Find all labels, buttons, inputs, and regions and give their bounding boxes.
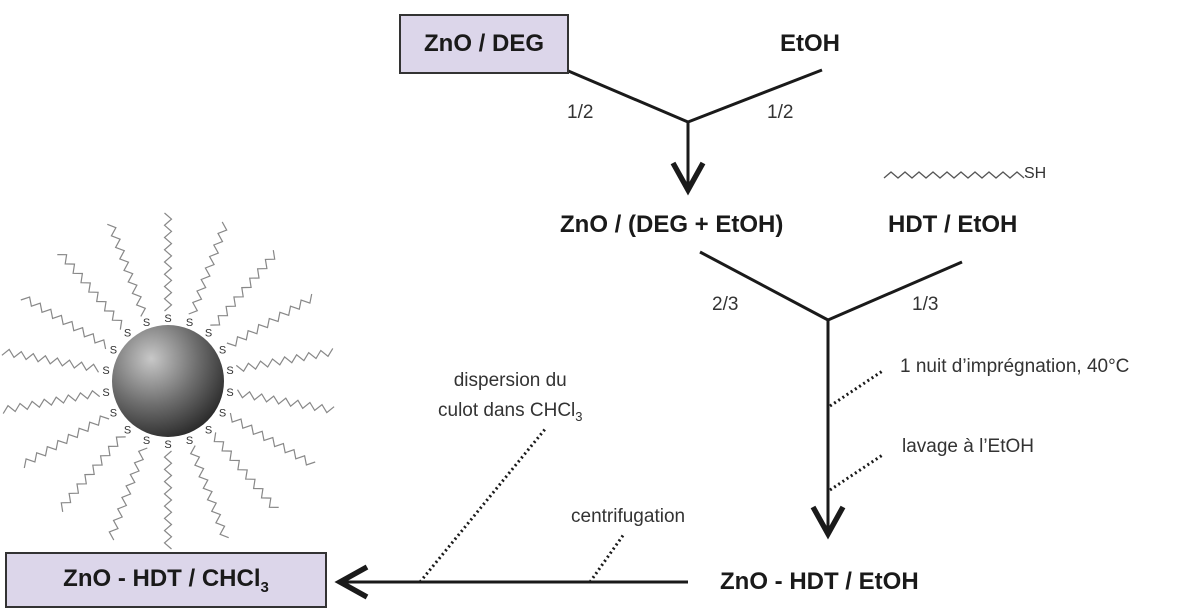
- ligand-chain: [163, 212, 173, 312]
- sulfur-atom-label: S: [110, 408, 117, 420]
- sulfur-atom-label: S: [205, 328, 212, 340]
- ligand-chain: [107, 223, 147, 317]
- sulfur-atom-label: S: [102, 387, 109, 399]
- dispersion-line1: dispersion du: [453, 370, 567, 391]
- centrifugation-step-label: centrifugation: [571, 506, 686, 527]
- zno-hdt-etoh-label: ZnO - HDT / EtOH: [720, 568, 919, 595]
- zno-hdt-chcl3-box: ZnO - HDT / CHCl3: [5, 552, 327, 608]
- ligand-chain: [2, 389, 101, 414]
- sulfur-atom-label: S: [143, 435, 150, 447]
- merge2-left-line: [699, 250, 829, 322]
- ligand-chain: [236, 389, 335, 414]
- ligand-chain: [23, 415, 110, 469]
- merge2-right-line: [827, 260, 963, 322]
- sulfur-atom-label: S: [143, 317, 150, 329]
- zno-hdt-chcl3-label: ZnO - HDT / CHCl3: [63, 565, 269, 596]
- hdt-molecule-chain: [883, 171, 1025, 179]
- ligand-chain: [210, 250, 276, 326]
- sulfur-atom-label: S: [226, 387, 233, 399]
- dispersion-line2-text: culot dans CHCl: [438, 400, 576, 421]
- centrifugation-connector: [588, 533, 626, 583]
- sulfur-atom-label: S: [164, 439, 171, 451]
- sulfur-atom-label: S: [124, 424, 131, 436]
- impregnation-step-label: 1 nuit d’imprégnation, 40°C: [900, 356, 1130, 377]
- sulfur-atom-label: S: [219, 345, 226, 357]
- sulfur-atom-label: S: [186, 435, 193, 447]
- sulfur-atom-label: S: [110, 345, 117, 357]
- etoh-label: EtOH: [780, 30, 840, 57]
- sulfur-atom-label: S: [124, 328, 131, 340]
- ligand-chain: [229, 412, 316, 466]
- ligand-chain: [20, 296, 107, 350]
- lavage-step-label: lavage à l’EtOH: [902, 436, 1035, 457]
- zno-deg-etoh-label: ZnO / (DEG + EtOH): [560, 211, 784, 238]
- fraction-second-left: 2/3: [712, 294, 739, 315]
- hdt-thiol-label: SH: [1024, 165, 1047, 182]
- sulfur-atom-label: S: [164, 313, 171, 325]
- sulfur-atom-label: S: [186, 317, 193, 329]
- zno-hdt-chcl3-subscript: 3: [260, 578, 269, 596]
- merge1-right-line: [687, 68, 823, 124]
- hdt-etoh-label: HDT / EtOH: [888, 211, 1018, 238]
- merge1-left-line: [565, 68, 689, 124]
- fraction-first-right: 1/2: [767, 102, 794, 123]
- impregnation-connector: [829, 368, 885, 408]
- zno-deg-label: ZnO / DEG: [424, 30, 544, 57]
- ligand-chain: [163, 450, 173, 550]
- ligand-chain: [57, 254, 123, 330]
- sulfur-atom-label: S: [102, 365, 109, 377]
- dispersion-connector: [418, 427, 548, 583]
- zno-deg-box: ZnO / DEG: [399, 14, 569, 74]
- ligand-chain: [108, 447, 148, 541]
- sulfur-atom-label: S: [219, 408, 226, 420]
- sulfur-atom-label: S: [205, 424, 212, 436]
- fraction-second-right: 1/3: [912, 294, 939, 315]
- sulfur-atom-label: S: [226, 365, 233, 377]
- zno-hdt-chcl3-text: ZnO - HDT / CHCl: [63, 564, 261, 592]
- fraction-first-left: 1/2: [567, 102, 594, 123]
- zno-nanoparticle-core: [112, 325, 224, 437]
- dispersion-subscript: 3: [575, 408, 583, 424]
- ligand-chain: [1, 348, 100, 373]
- ligand-chain: [60, 436, 126, 512]
- dispersion-step-label: dispersion du culot dans CHCl3: [438, 366, 583, 432]
- ligand-chain: [226, 293, 313, 347]
- lavage-connector: [829, 452, 885, 492]
- dispersion-line2: culot dans CHCl3: [438, 396, 583, 432]
- ligand-chain: [188, 221, 228, 315]
- ligand-chain: [213, 432, 279, 508]
- ligand-chain: [235, 348, 334, 373]
- ligand-chain: [189, 445, 229, 539]
